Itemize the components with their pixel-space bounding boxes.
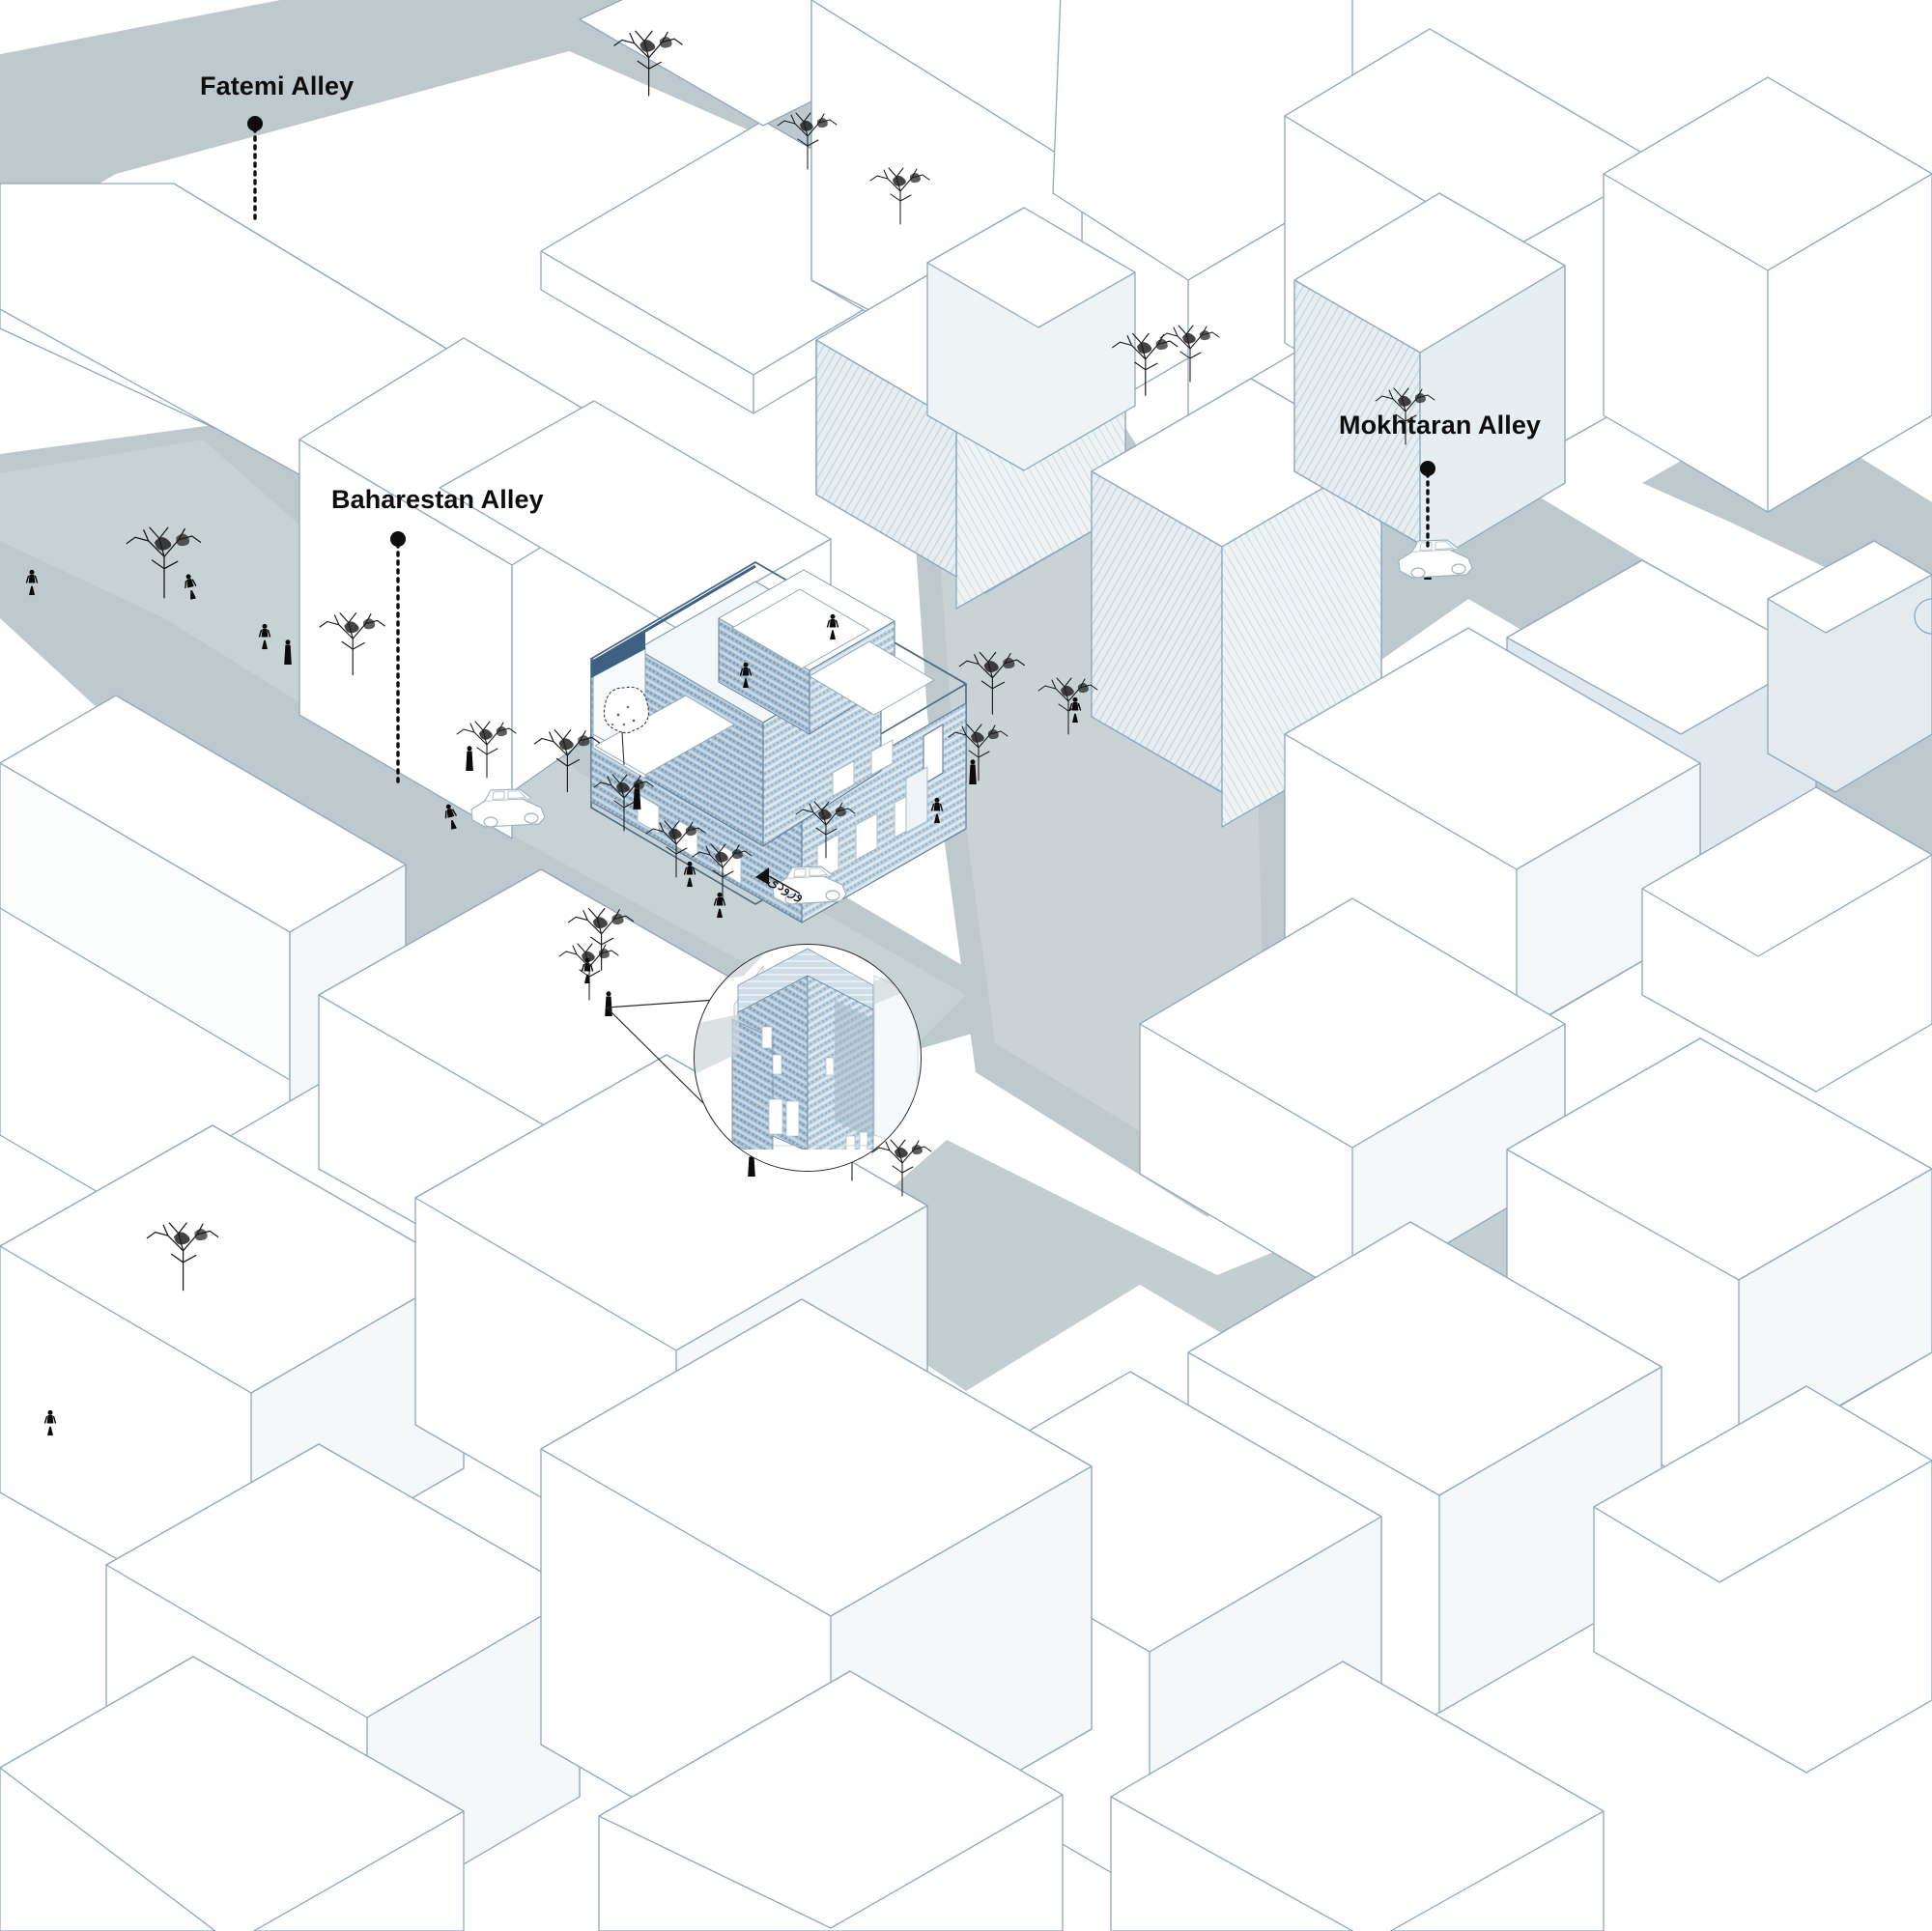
- entrance-arrow: [755, 867, 801, 895]
- ribbed-towers: [815, 192, 1566, 828]
- leader-dot: [247, 116, 263, 131]
- detail-callout: [606, 944, 922, 1172]
- context-buildings-lower-left: [0, 695, 1093, 1931]
- label-mokhtaran-alley: Mokhtaran Alley: [1339, 411, 1542, 440]
- context-buildings-upper: [0, 0, 1932, 839]
- rooftop-tree: [603, 686, 649, 766]
- edge-circle: [1914, 598, 1932, 635]
- main-building: [590, 561, 967, 923]
- label-baharestan-alley: Baharestan Alley: [331, 485, 544, 514]
- leader-dot: [1420, 461, 1435, 476]
- label-leaders: [247, 116, 1435, 789]
- leader-dot: [390, 531, 406, 547]
- label-fatemi-alley: Fatemi Alley: [200, 71, 355, 100]
